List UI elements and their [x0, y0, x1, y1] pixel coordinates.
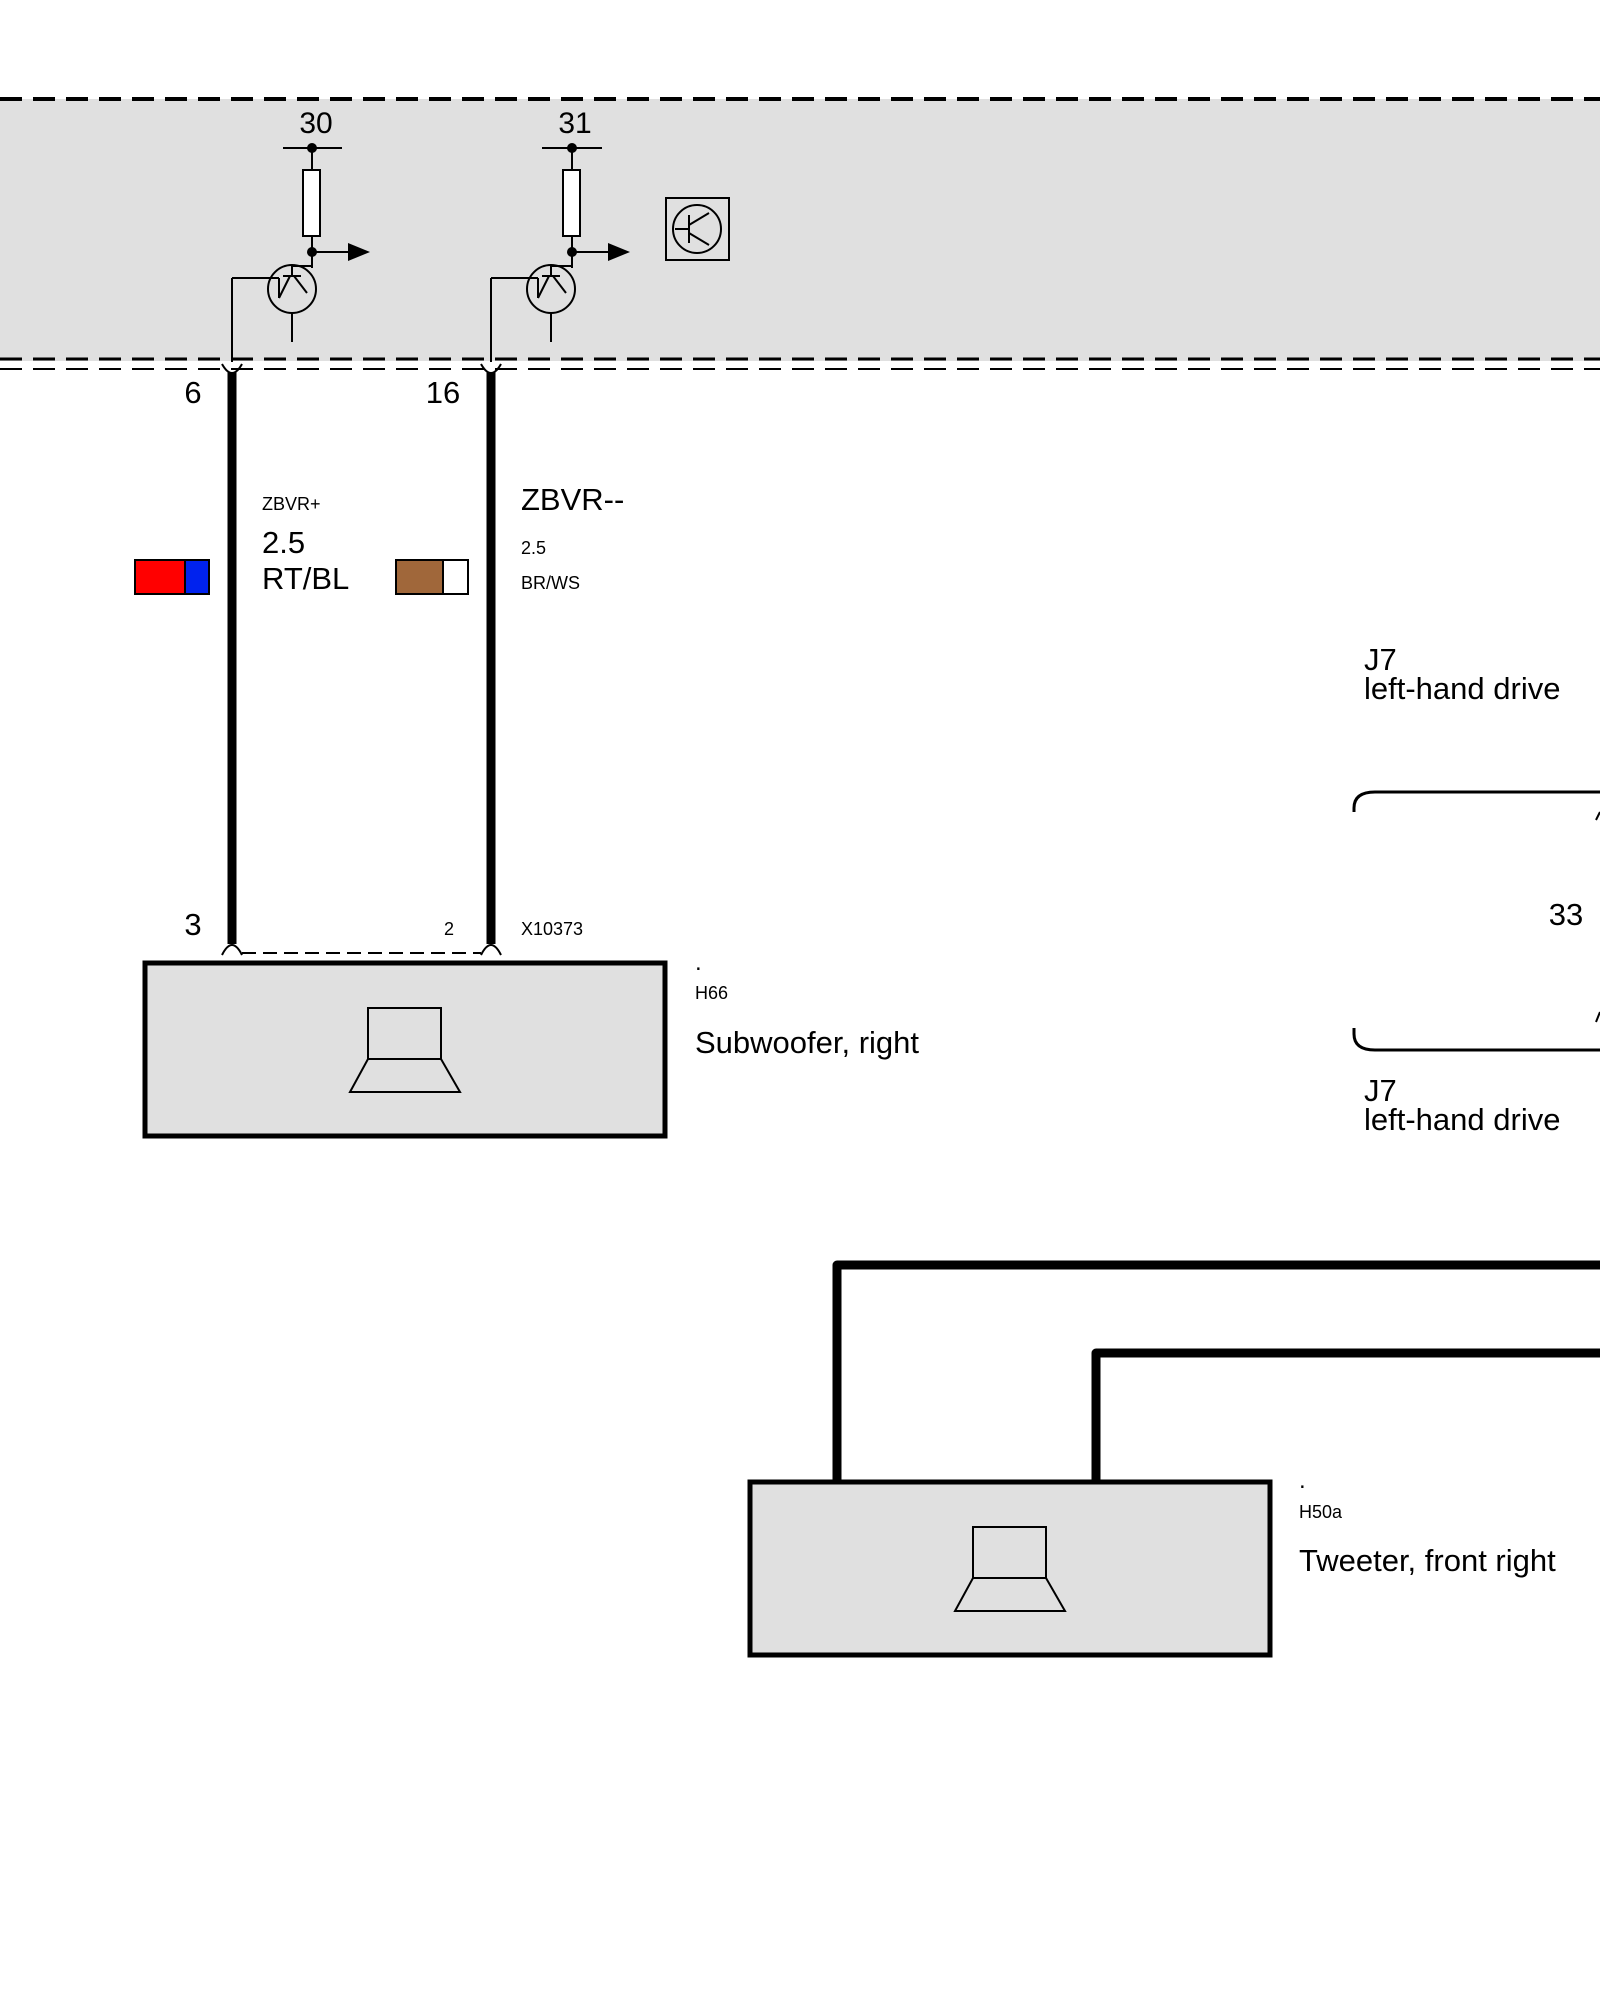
output-arrow-icon — [348, 243, 370, 261]
tweeter-wires — [832, 1260, 1600, 1483]
pin-label: 6 — [184, 375, 201, 410]
transistor-icon — [526, 264, 576, 342]
wire-left — [221, 363, 243, 956]
resistor-icon — [302, 169, 321, 237]
speaker-icon — [348, 1007, 462, 1093]
wire-color-code: RT/BL — [262, 561, 349, 596]
wire-signal-label: ZBVR-- — [521, 482, 624, 517]
control-unit: 30 31 — [0, 97, 1600, 370]
pin-label: 30 — [299, 107, 332, 140]
variant-bracket-top — [1352, 790, 1600, 812]
electronic-module-icon — [665, 197, 730, 261]
connector-pin-icon — [221, 363, 243, 374]
control-unit-body — [0, 99, 1600, 361]
connector-pin-icon — [221, 944, 243, 956]
variant-bracket: J7 left-hand drive 33 J7 left-hand drive — [1352, 642, 1600, 1137]
wire-cross-section: 2.5 — [262, 525, 305, 560]
component-id: H66 — [695, 983, 728, 1003]
pin-label: 3 — [184, 907, 201, 942]
connector-pin-icon — [480, 944, 502, 956]
pin-label: 2 — [444, 919, 454, 939]
variant-text: left-hand drive — [1364, 671, 1560, 706]
wire-cross-section: 2.5 — [521, 538, 546, 558]
component-name: Subwoofer, right — [695, 1025, 919, 1060]
component-name: Tweeter, front right — [1299, 1543, 1556, 1578]
wire-right — [480, 363, 502, 956]
connector-pin-icon — [480, 363, 502, 374]
variant-text: left-hand drive — [1364, 1102, 1560, 1137]
variant-number: 33 — [1549, 897, 1583, 932]
subwoofer-component — [142, 960, 668, 1139]
wire-color-code: BR/WS — [521, 573, 580, 593]
pin-label: 16 — [426, 375, 460, 410]
speaker-icon — [953, 1526, 1067, 1612]
wire-signal-label: ZBVR+ — [262, 494, 321, 514]
output-arrow-icon — [608, 243, 630, 261]
variant-code: J7 — [1364, 1073, 1397, 1108]
output-stage-2 — [490, 143, 630, 362]
variant-bracket-bottom — [1352, 1028, 1600, 1052]
component-dot: . — [695, 949, 702, 976]
wire-color-swatch-left — [134, 559, 210, 595]
transistor-icon — [267, 264, 317, 342]
tweeter-component — [747, 1479, 1273, 1658]
connector-id: X10373 — [521, 919, 583, 939]
pin-label: 31 — [558, 107, 591, 140]
component-id: H50a — [1299, 1502, 1343, 1522]
component-dot: . — [1299, 1467, 1306, 1494]
resistor-icon — [562, 169, 581, 237]
output-stage-1 — [231, 143, 370, 362]
variant-code: J7 — [1364, 642, 1397, 677]
wire-color-swatch-right — [395, 559, 469, 595]
